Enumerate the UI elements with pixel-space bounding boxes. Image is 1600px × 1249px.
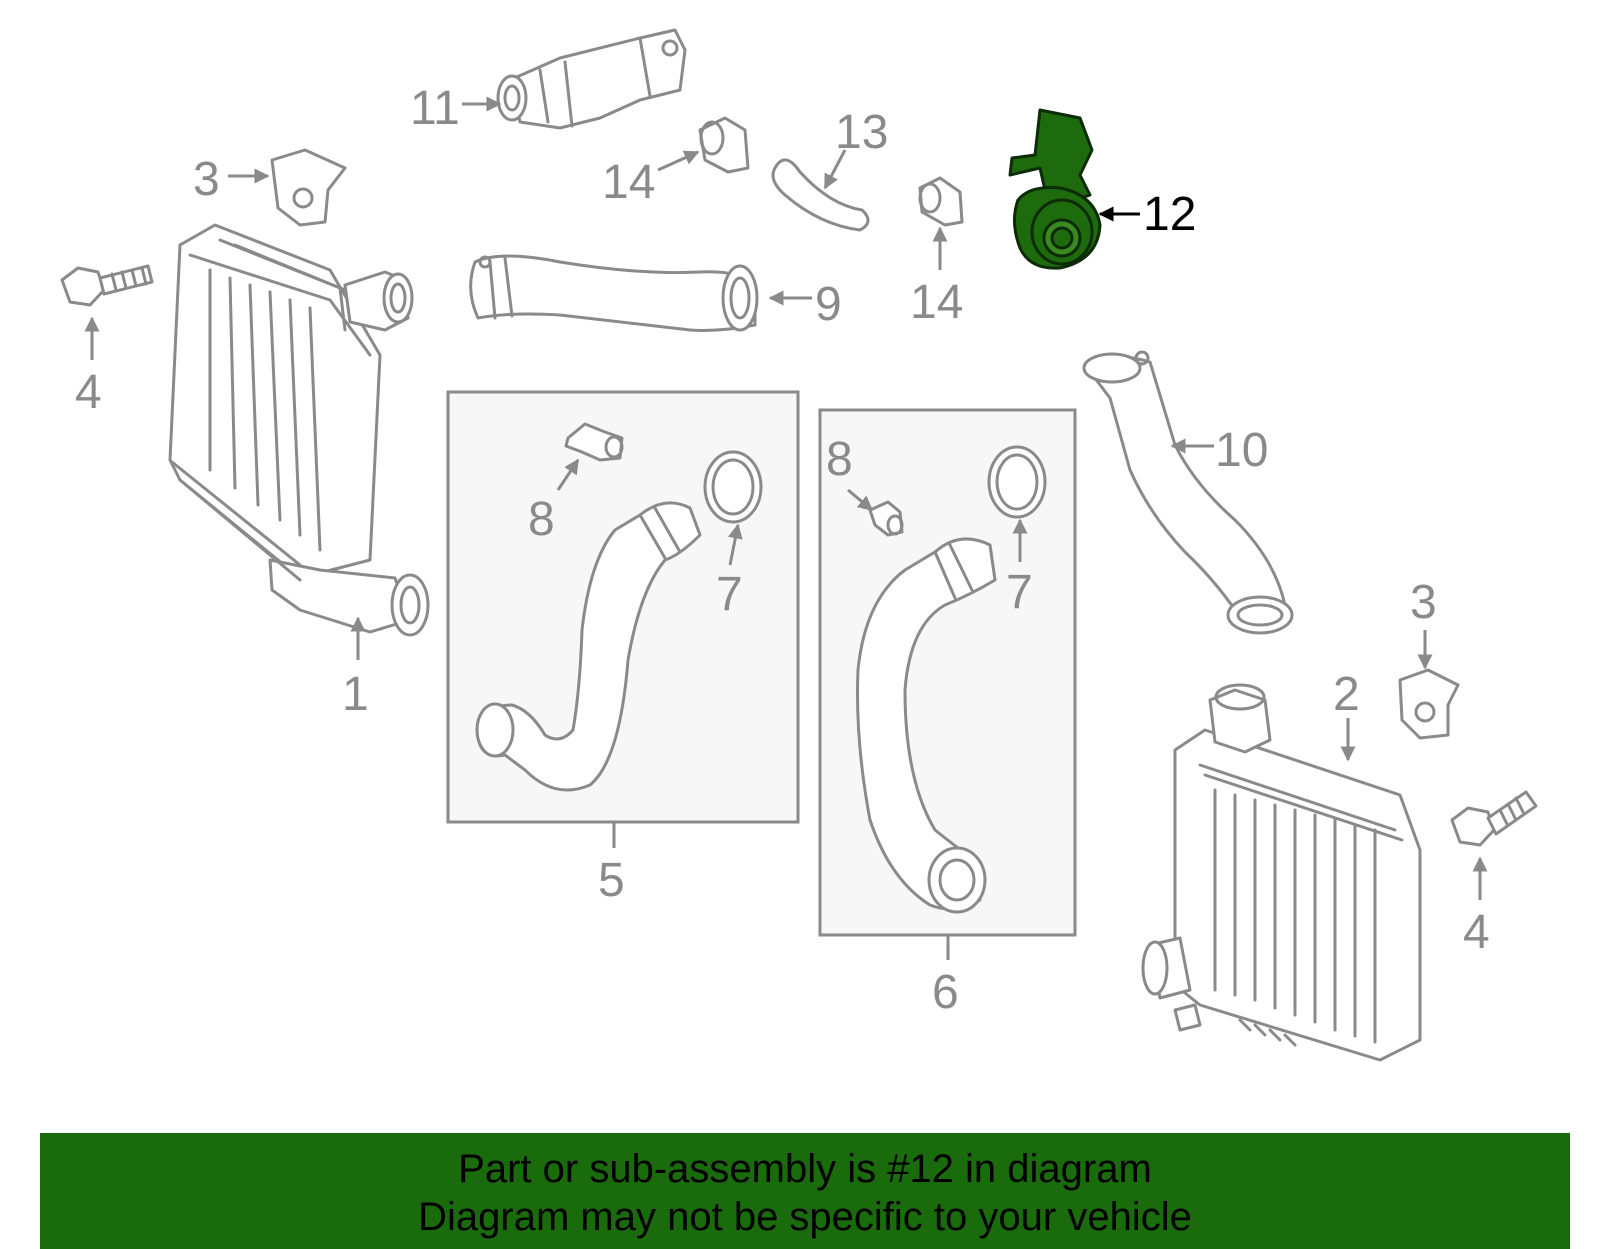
part-11-turbo-outlet[interactable] bbox=[496, 28, 687, 130]
part-8-sensor-right[interactable] bbox=[868, 500, 904, 537]
part-6-hose[interactable] bbox=[856, 537, 997, 914]
callout-2: 2 bbox=[1333, 668, 1360, 721]
part-14-clamp-upper[interactable] bbox=[698, 116, 750, 174]
leader-14-upper bbox=[657, 150, 700, 172]
callout-3-left: 3 bbox=[193, 153, 220, 206]
callout-5: 5 bbox=[598, 854, 625, 907]
leader-8-right bbox=[847, 488, 874, 512]
callout-7-left: 7 bbox=[716, 568, 743, 621]
part-3-bracket-right[interactable] bbox=[1398, 668, 1460, 740]
part-14-clamp-right[interactable] bbox=[918, 176, 964, 227]
parts-diagram: 11 3 14 13 14 12 4 9 10 8 7 8 7 1 3 2 4 … bbox=[60, 28, 1538, 1062]
part-8-sensor-left[interactable] bbox=[564, 422, 624, 462]
leader-7-left bbox=[727, 523, 743, 566]
leader-13 bbox=[823, 149, 847, 190]
callout-11: 11 bbox=[410, 82, 460, 135]
part-1-intercooler-left[interactable] bbox=[168, 223, 430, 637]
part-2-intercooler-right[interactable] bbox=[1141, 683, 1422, 1062]
leader-lines bbox=[84, 96, 1488, 960]
callout-9: 9 bbox=[815, 278, 842, 331]
part-9-charge-pipe[interactable] bbox=[469, 254, 759, 332]
callout-8-left: 8 bbox=[528, 493, 555, 546]
callout-4-left: 4 bbox=[75, 366, 102, 419]
callout-6: 6 bbox=[932, 966, 959, 1019]
part-3-bracket-left[interactable] bbox=[270, 148, 347, 227]
part-12-highlighted[interactable] bbox=[1008, 108, 1102, 270]
callout-8-right: 8 bbox=[826, 433, 853, 486]
leader-8-left bbox=[556, 458, 580, 491]
part-7-oring-right[interactable] bbox=[987, 445, 1047, 519]
part-5-hose[interactable] bbox=[475, 501, 702, 792]
callout-12: 12 bbox=[1143, 188, 1196, 241]
callout-10: 10 bbox=[1215, 424, 1268, 477]
callout-3-right: 3 bbox=[1410, 576, 1437, 629]
part-4-bolt-left[interactable] bbox=[60, 264, 154, 307]
part-13-hose[interactable] bbox=[771, 158, 870, 232]
part-4-bolt-right[interactable] bbox=[1450, 790, 1538, 847]
part-10-charge-pipe[interactable] bbox=[1082, 350, 1294, 635]
callout-7-right: 7 bbox=[1006, 566, 1033, 619]
callout-13: 13 bbox=[835, 106, 888, 159]
callout-numbers: 11 3 14 13 14 12 4 9 10 8 7 8 7 1 3 2 4 … bbox=[75, 82, 1490, 1019]
callout-4-right: 4 bbox=[1463, 906, 1490, 959]
callout-1: 1 bbox=[342, 668, 369, 721]
callout-14-right: 14 bbox=[910, 276, 963, 329]
info-banner: Part or sub-assembly is #12 in diagram D… bbox=[40, 1133, 1570, 1249]
part-7-oring-left[interactable] bbox=[703, 450, 763, 524]
banner-line-1: Part or sub-assembly is #12 in diagram bbox=[458, 1147, 1152, 1191]
banner-line-2: Diagram may not be specific to your vehi… bbox=[418, 1195, 1192, 1239]
callout-14-upper: 14 bbox=[602, 156, 655, 209]
